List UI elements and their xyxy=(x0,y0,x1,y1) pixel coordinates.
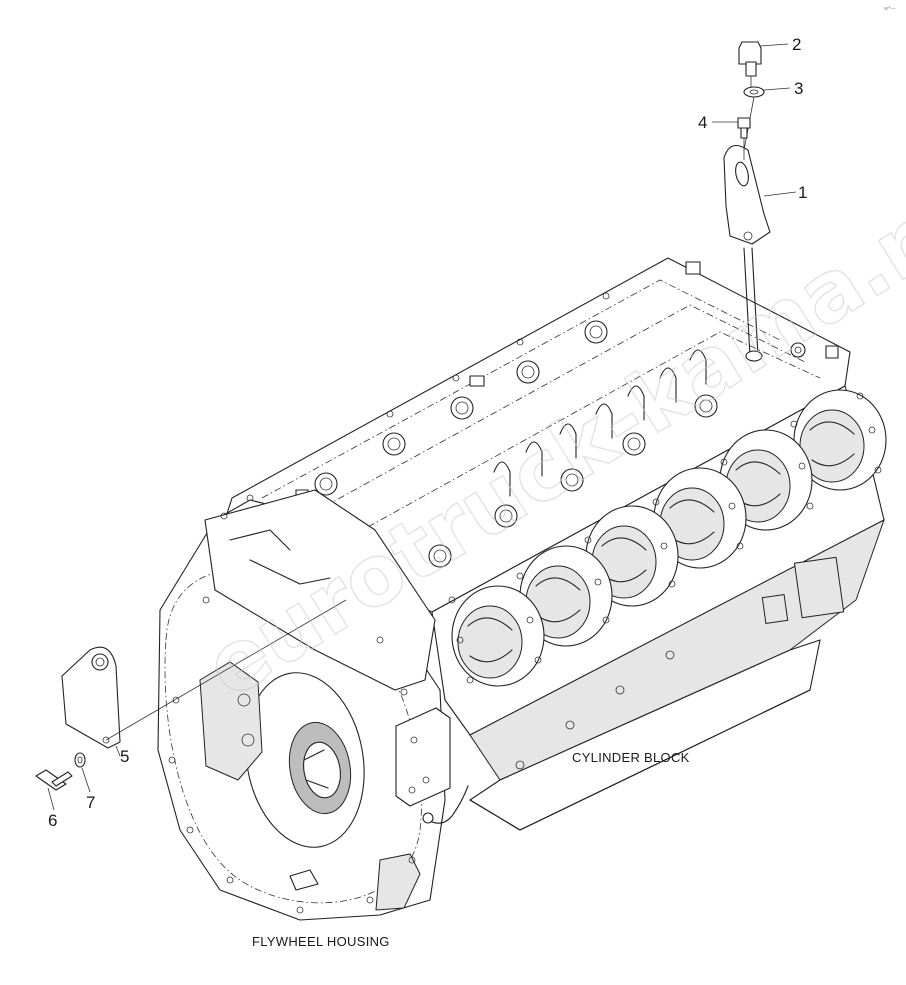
washer-7 xyxy=(74,752,86,768)
label-flywheel-housing: FLYWHEEL HOUSING xyxy=(252,934,390,949)
bolt-2 xyxy=(738,41,789,90)
corner-mark: w*— xyxy=(884,6,896,12)
rear-lifting-bracket xyxy=(61,599,347,749)
label-cylinder-block: CYLINDER BLOCK xyxy=(572,750,690,765)
bolt-6 xyxy=(35,769,73,791)
washer-3 xyxy=(743,86,791,151)
callout-2: 2 xyxy=(792,35,801,54)
callout-6: 6 xyxy=(48,811,57,830)
callout-3: 3 xyxy=(794,79,803,98)
callout-4: 4 xyxy=(698,113,707,132)
flywheel-housing xyxy=(157,489,469,921)
bolt-4 xyxy=(712,117,751,160)
callout-7: 7 xyxy=(86,793,95,812)
callout-5: 5 xyxy=(120,747,129,766)
cylinder-bores xyxy=(448,389,887,687)
front-lifting-bracket xyxy=(723,144,797,362)
callout-1: 1 xyxy=(798,183,807,202)
block-deck-details xyxy=(246,261,839,568)
